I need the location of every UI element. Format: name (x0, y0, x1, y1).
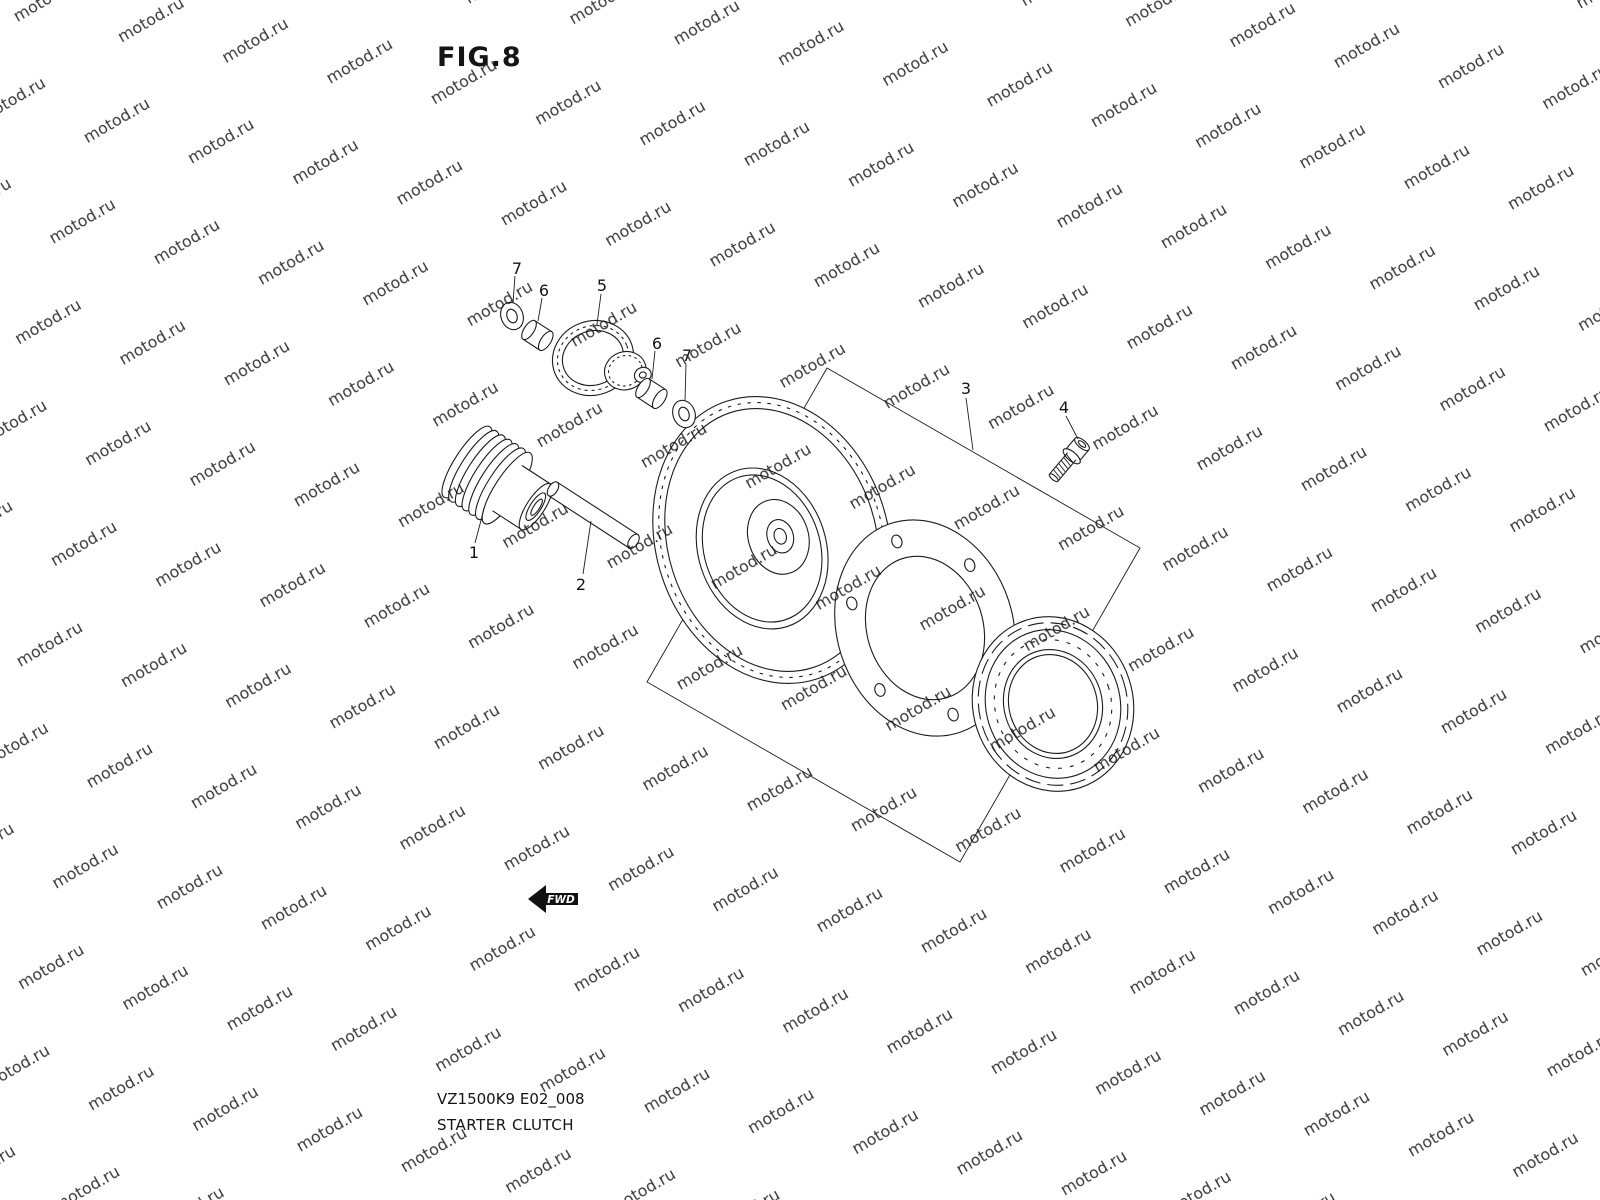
footer-part-code: VZ1500K9 E02_008 (437, 1090, 585, 1109)
callout-5: 5 (597, 276, 607, 295)
callout-4: 4 (1059, 398, 1069, 417)
bushing-left (521, 319, 554, 352)
callout-7a: 7 (512, 259, 522, 278)
callout-3: 3 (961, 379, 971, 398)
clutch-hub (441, 425, 553, 531)
footer-part-name: STARTER CLUTCH (437, 1116, 574, 1134)
washer-left (500, 301, 524, 331)
callout-2: 2 (576, 575, 586, 594)
fwd-arrow-icon: FWD (528, 885, 578, 913)
callout-6a: 6 (539, 281, 549, 300)
pin-shaft (546, 481, 640, 549)
flange-bolt (1048, 436, 1090, 483)
callout-6b: 6 (652, 334, 662, 353)
fwd-label: FWD (547, 894, 575, 906)
callout-1: 1 (469, 543, 479, 562)
figure-title: FIG.8 (437, 42, 522, 73)
callout-7b: 7 (682, 346, 692, 365)
